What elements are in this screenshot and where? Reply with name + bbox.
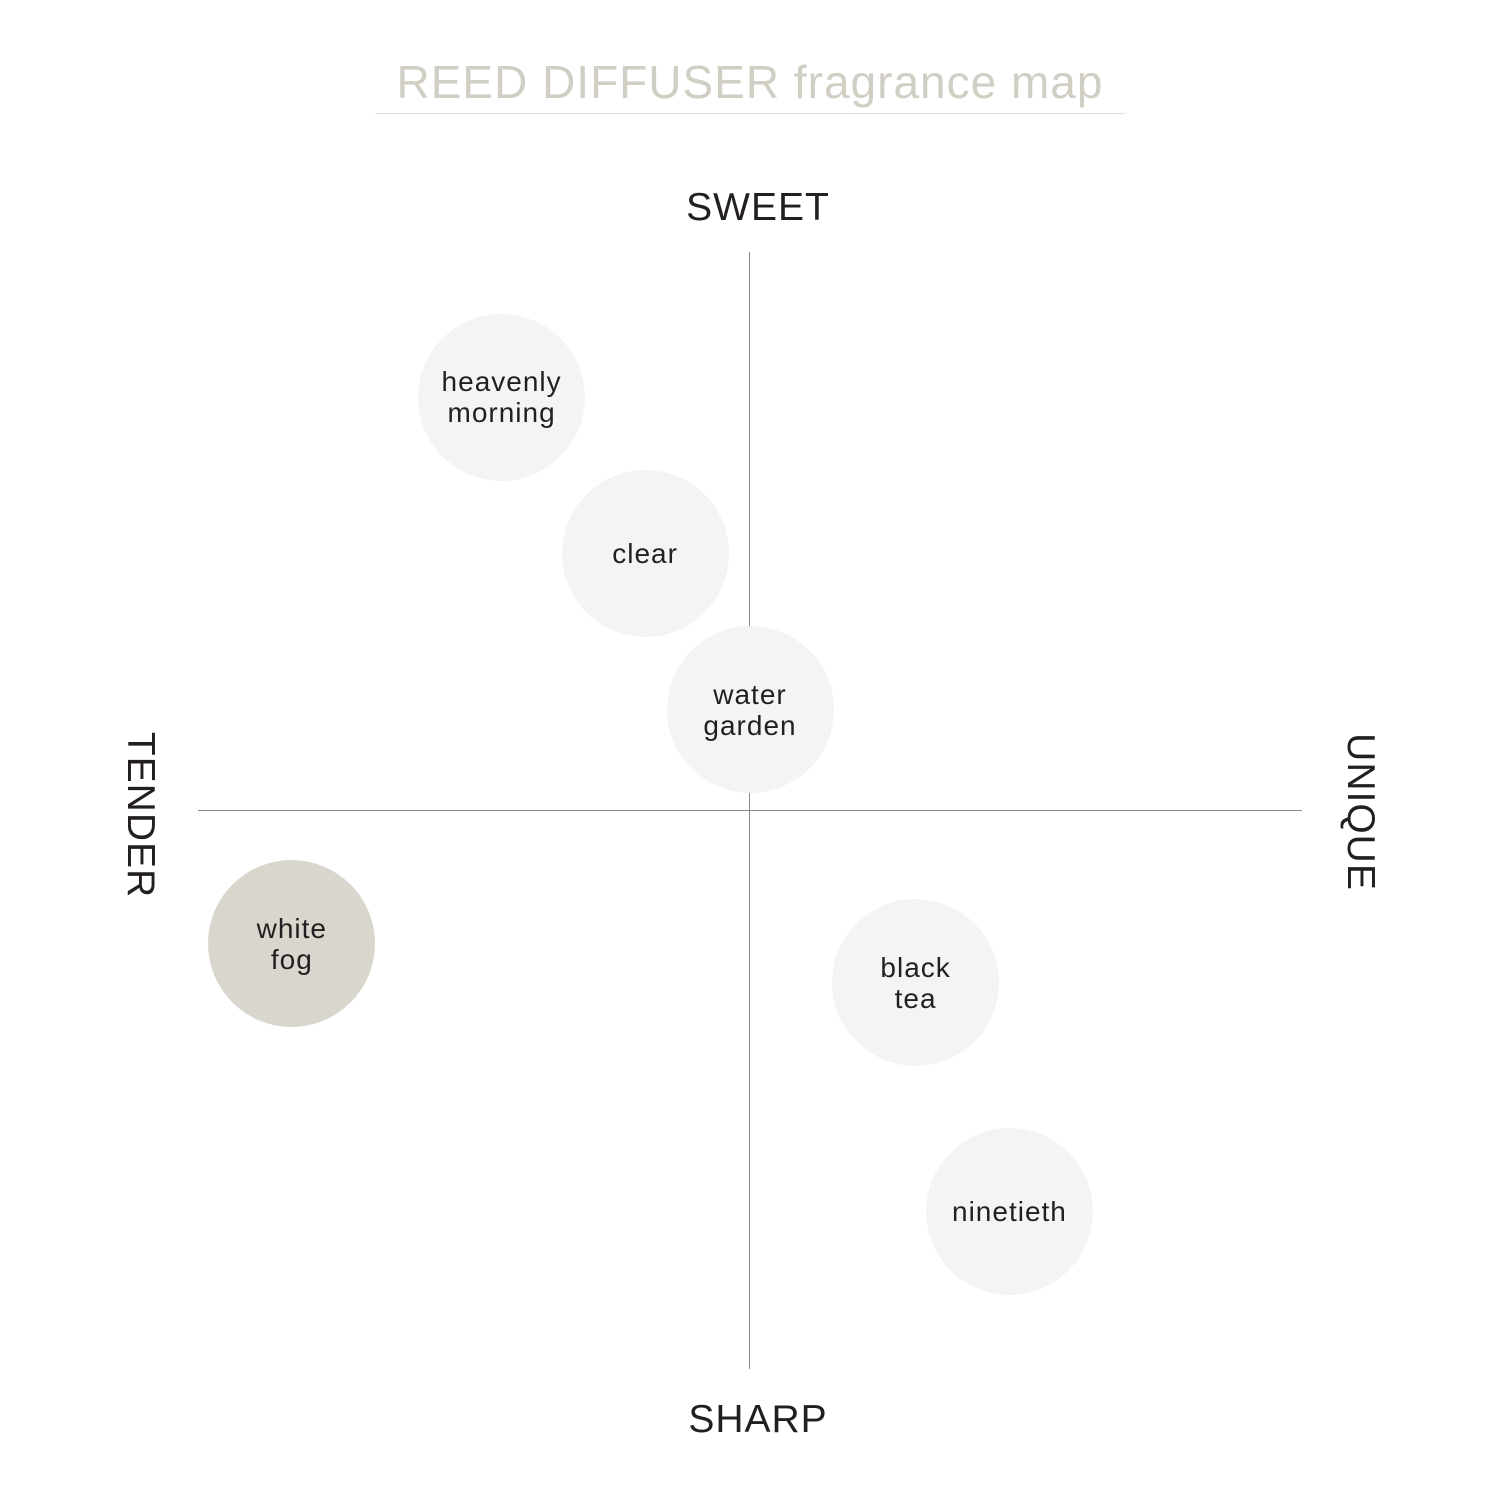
fragrance-label: white fog [256, 912, 328, 975]
axis-label-sharp: SHARP [688, 1398, 828, 1441]
axis-label-tender: TENDER [119, 731, 162, 899]
fragrance-bubble-clear[interactable]: clear [561, 469, 729, 637]
title-underline [375, 113, 1125, 114]
fragrance-bubble-water-garden[interactable]: water garden [666, 626, 834, 794]
fragrance-bubble-heavenly-morning[interactable]: heavenly morning [418, 313, 586, 481]
fragrance-bubble-white-fog[interactable]: white fog [208, 860, 376, 1028]
horizontal-axis-line [198, 810, 1302, 811]
title-light-text: fragrance map [793, 56, 1104, 108]
fragrance-bubble-black-tea[interactable]: black tea [832, 899, 1000, 1067]
axis-label-unique: UNIQUE [1339, 733, 1382, 891]
fragrance-label: water garden [703, 678, 797, 741]
page-title: REED DIFFUSER fragrance map [375, 52, 1125, 112]
fragrance-bubble-ninetieth[interactable]: ninetieth [925, 1128, 1093, 1296]
fragrance-label: black tea [880, 951, 951, 1014]
fragrance-label: ninetieth [952, 1196, 1067, 1228]
title-strong-text: REED DIFFUSER [396, 56, 781, 108]
axis-label-sweet: SWEET [686, 186, 830, 229]
fragrance-label: heavenly morning [441, 366, 562, 429]
fragrance-label: clear [612, 537, 678, 569]
